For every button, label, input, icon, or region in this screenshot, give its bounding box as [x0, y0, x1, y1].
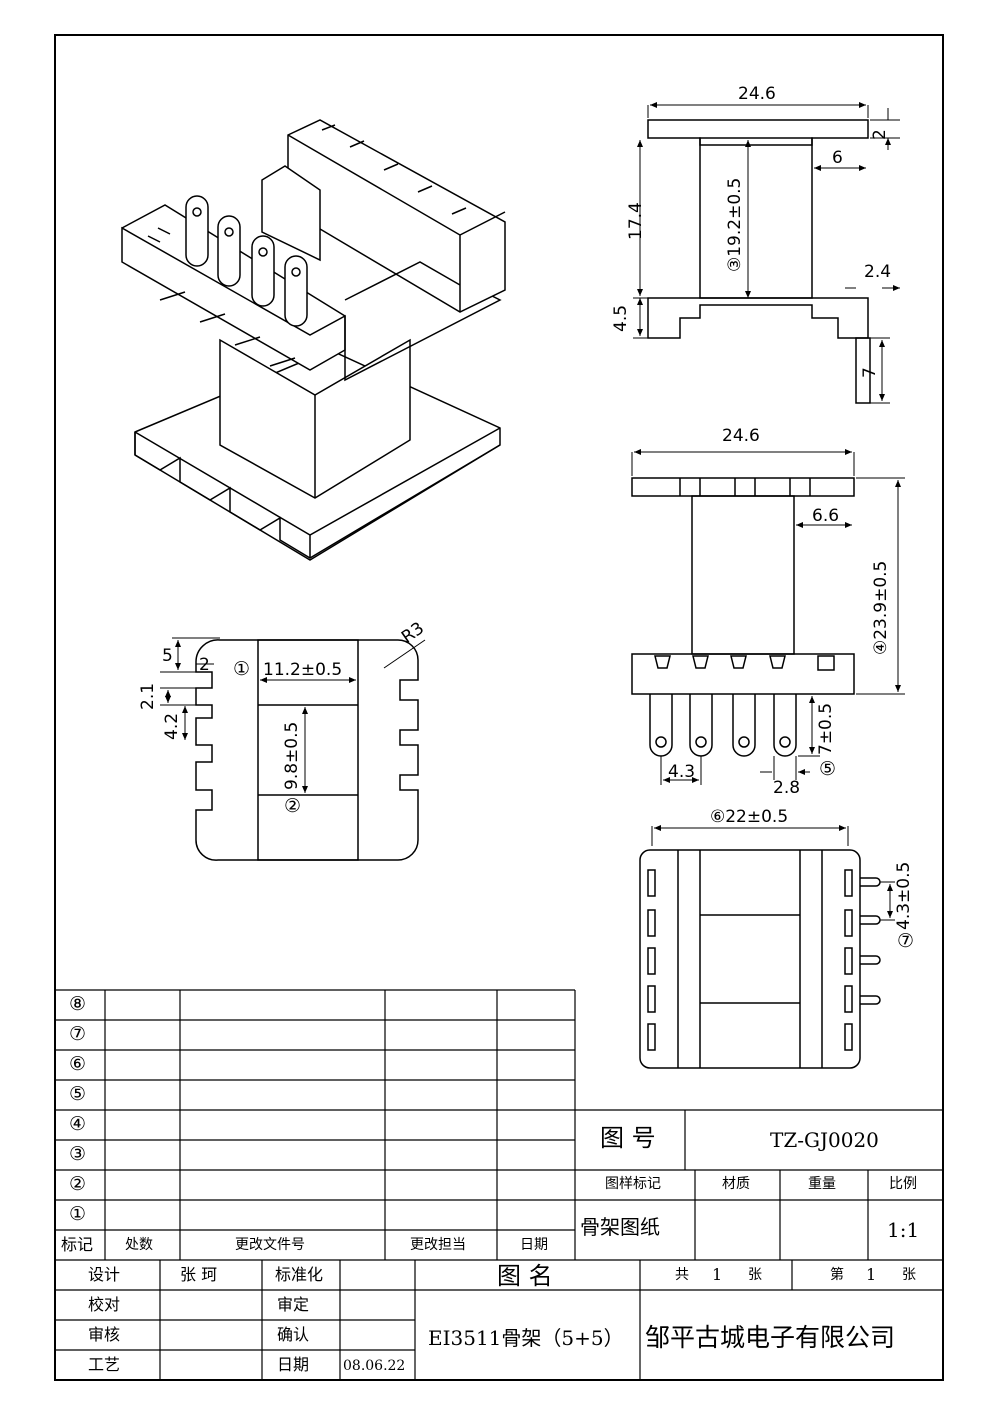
front-pitch: 4.3	[668, 762, 696, 782]
side-pin-len: 7	[860, 367, 880, 378]
side-flange-offset: 6	[832, 148, 843, 168]
drawing-no: TZ-GJ0020	[770, 1128, 879, 1152]
top-d42: 4.2	[162, 712, 182, 740]
top-circled-1: ①	[233, 658, 251, 680]
rev-row-3: ③	[69, 1143, 87, 1165]
page-value: 1	[866, 1265, 877, 1284]
top-d5: 5	[162, 646, 173, 666]
drawing-no-label: 图 号	[600, 1124, 656, 1152]
company-name: 邹平古城电子有限公司	[645, 1323, 896, 1352]
design-label: 设计	[88, 1265, 121, 1284]
rev-row-4: ④	[69, 1113, 87, 1135]
page-label: 第	[830, 1267, 844, 1283]
front-pin-w: 2.8	[773, 778, 801, 798]
side-height: 17.4	[626, 202, 646, 240]
drawing-type: 骨架图纸	[580, 1215, 660, 1239]
rev-row-2: ②	[69, 1173, 87, 1195]
scale-label: 比例	[889, 1176, 917, 1192]
rev-header-docno: 更改文件号	[235, 1237, 305, 1253]
front-pin-len: 7±0.5	[816, 702, 836, 755]
isometric-view	[121, 119, 506, 561]
top-view	[160, 637, 426, 861]
total-label: 共	[675, 1267, 689, 1283]
total-value: 1	[712, 1265, 723, 1284]
designer: 张 珂	[180, 1265, 218, 1284]
rev-header-owner: 更改担当	[410, 1237, 466, 1253]
top-window-w: 11.2±0.5	[263, 660, 343, 680]
top-d2: 2	[199, 655, 210, 675]
front-circled-5: ⑤	[819, 758, 837, 780]
date-value: 08.06.22	[343, 1358, 406, 1374]
rev-row-5: ⑤	[69, 1083, 87, 1105]
rev-header-date: 日期	[520, 1237, 548, 1253]
review-label: 审定	[277, 1295, 310, 1314]
page-unit: 张	[902, 1267, 916, 1283]
rev-row-7: ⑦	[69, 1023, 87, 1045]
top-d21: 2.1	[138, 682, 158, 710]
bottom-view	[639, 825, 895, 1069]
side-inner: ③19.2±0.5	[725, 177, 745, 272]
side-pin-thk: 2.4	[864, 262, 892, 282]
revision-table-lines	[55, 989, 943, 1380]
rev-row-1: ①	[69, 1203, 87, 1225]
weight-label: 重量	[808, 1176, 836, 1192]
craft-label: 工艺	[88, 1355, 121, 1374]
front-top-width: 24.6	[722, 426, 760, 446]
side-top-width: 24.6	[738, 84, 776, 104]
mark-label: 图样标记	[605, 1176, 661, 1192]
rev-row-6: ⑥	[69, 1053, 87, 1075]
side-top-thk: 2	[870, 129, 890, 140]
front-view	[631, 449, 905, 785]
bottom-circled-7: ⑦	[897, 930, 915, 952]
top-circled-2: ②	[284, 795, 302, 817]
rev-header-mark: 标记	[61, 1235, 94, 1254]
side-base: 4.5	[611, 304, 631, 332]
confirm-label: 确认	[277, 1325, 310, 1344]
front-offset: 6.6	[812, 506, 840, 526]
bottom-width: ⑥22±0.5	[710, 807, 789, 827]
side-view	[633, 102, 900, 404]
name-label: 图 名	[497, 1262, 553, 1290]
standard-label: 标准化	[275, 1265, 324, 1284]
bottom-pin-pitch: 4.3±0.5	[894, 861, 914, 930]
total-unit: 张	[748, 1267, 762, 1283]
front-height: ④23.9±0.5	[871, 560, 891, 655]
rev-row-8: ⑧	[69, 993, 87, 1015]
check-label: 校对	[88, 1295, 121, 1314]
material-label: 材质	[722, 1176, 750, 1192]
audit-label: 审核	[88, 1325, 121, 1344]
top-window-h: 9.8±0.5	[282, 721, 302, 790]
part-name: EI3511骨架（5+5）	[428, 1326, 624, 1350]
rev-header-count: 处数	[125, 1237, 153, 1253]
date-label: 日期	[277, 1355, 310, 1374]
scale-value: 1:1	[887, 1218, 920, 1242]
